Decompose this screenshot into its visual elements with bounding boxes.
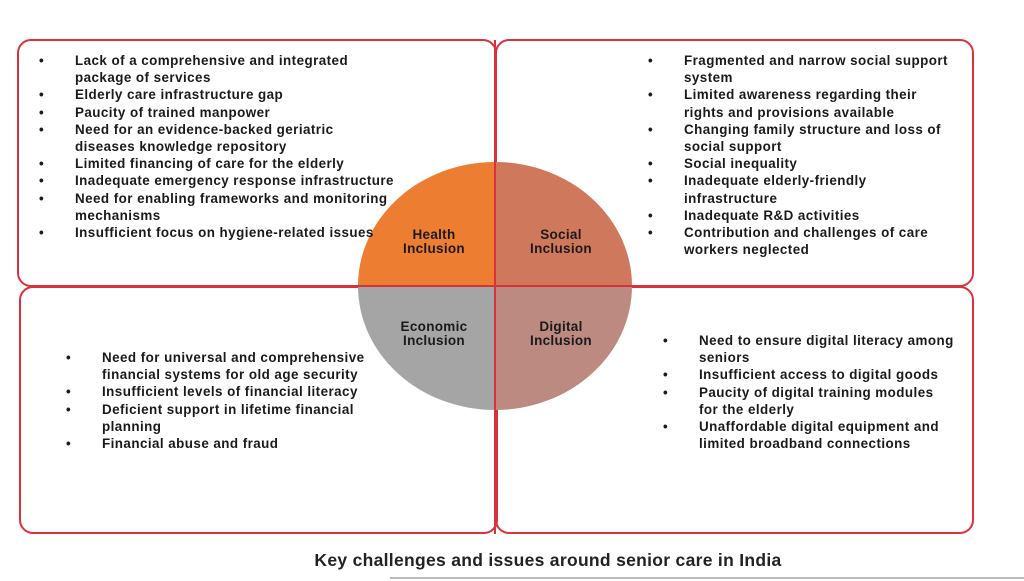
social-segment (495, 162, 632, 286)
list-item: Unaffordable digital equipment and limit… (663, 418, 954, 452)
list-item: Inadequate R&D activities (648, 207, 959, 224)
list-item: Limited awareness regarding their rights… (648, 86, 959, 120)
list-item: Inadequate elderly-friendly infrastructu… (648, 172, 959, 206)
economic-list: Need for universal and comprehensive fin… (66, 349, 402, 452)
list-item: Need for enabling frameworks and monitor… (39, 190, 395, 224)
list-item: Need to ensure digital literacy among se… (663, 332, 954, 366)
list-item: Inadequate emergency response infrastruc… (39, 172, 395, 189)
list-item: Insufficient focus on hygiene-related is… (39, 224, 395, 241)
list-item: Need for an evidence-backed geriatric di… (39, 121, 395, 155)
economic-box (19, 286, 498, 534)
social-list: Fragmented and narrow social support sys… (648, 52, 959, 258)
digital-list: Need to ensure digital literacy among se… (663, 332, 954, 452)
list-item: Financial abuse and fraud (66, 435, 402, 452)
digital-segment (495, 286, 632, 410)
list-item: Elderly care infrastructure gap (39, 86, 395, 103)
list-item: Need for universal and comprehensive fin… (66, 349, 402, 383)
list-item: Limited financing of care for the elderl… (39, 155, 395, 172)
list-item: Contribution and challenges of care work… (648, 224, 959, 258)
list-item: Lack of a comprehensive and integrated p… (39, 52, 395, 86)
list-item: Deficient support in lifetime financial … (66, 401, 402, 435)
list-item: Insufficient access to digital goods (663, 366, 954, 383)
diagram-caption: Key challenges and issues around senior … (314, 550, 782, 570)
list-item: Social inequality (648, 155, 959, 172)
list-item: Paucity of digital training modules for … (663, 384, 954, 418)
list-item: Changing family structure and loss of so… (648, 121, 959, 155)
bottom-rule (390, 577, 1024, 579)
health-segment (358, 162, 495, 286)
health-list: Lack of a comprehensive and integrated p… (39, 52, 395, 241)
list-item: Paucity of trained manpower (39, 104, 395, 121)
list-item: Insufficient levels of financial literac… (66, 383, 402, 400)
list-item: Fragmented and narrow social support sys… (648, 52, 959, 86)
economic-segment (358, 286, 495, 410)
